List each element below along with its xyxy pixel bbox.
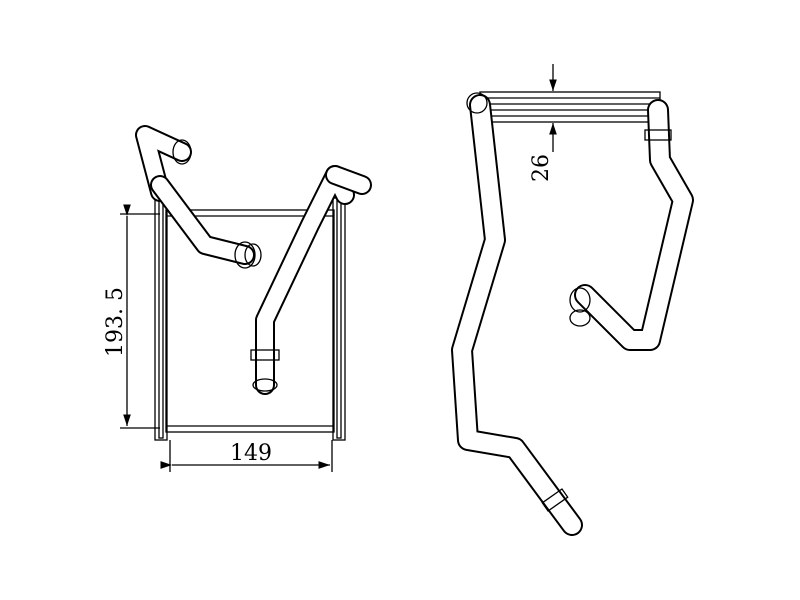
height-dimension-label: 193. 5 [103, 287, 128, 357]
inlet-pipe [135, 125, 262, 269]
side-inlet-pipe [451, 92, 583, 536]
side-core-body [479, 91, 661, 123]
front-view: 193. 5 149 [103, 125, 372, 472]
width-dimension-label: 149 [230, 441, 272, 466]
depth-dimension-label: 26 [529, 154, 554, 182]
side-view: 26 [451, 64, 694, 536]
height-dimension: 193. 5 [103, 204, 160, 429]
width-dimension: 149 [160, 440, 333, 472]
depth-dimension: 26 [529, 64, 557, 182]
side-outlet-pipe [569, 99, 694, 351]
outlet-pipe [250, 165, 372, 395]
